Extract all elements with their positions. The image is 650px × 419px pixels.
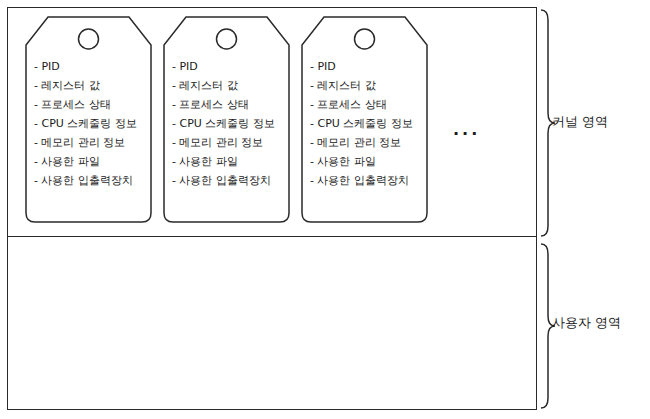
- region-label: 커널 영역: [552, 113, 608, 131]
- pcb-field: - 사용한 파일: [310, 152, 421, 171]
- pcb-field: - PID: [34, 57, 145, 76]
- pcb-field: - 사용한 파일: [34, 152, 145, 171]
- pcb-field: - 메모리 관리 정보: [310, 133, 421, 152]
- pcb-field: - 레지스터 값: [310, 76, 421, 95]
- pcb-field: - 사용한 파일: [172, 152, 283, 171]
- pcb-field: - 메모리 관리 정보: [34, 133, 145, 152]
- pcb-field: - 메모리 관리 정보: [172, 133, 283, 152]
- region-label: 사용자 영역: [552, 314, 621, 332]
- pcb-tag: - PID- 레지스터 값- 프로세스 상태- CPU 스케줄링 정보- 메모리…: [164, 17, 289, 222]
- pcb-field: - 프로세스 상태: [310, 95, 421, 114]
- pcb-field: - CPU 스케줄링 정보: [310, 114, 421, 133]
- pcb-field: - 프로세스 상태: [34, 95, 145, 114]
- pcb-field: - 레지스터 값: [172, 76, 283, 95]
- pcb-field: - PID: [172, 57, 283, 76]
- pcb-field: - 사용한 입출력장치: [172, 171, 283, 190]
- tag-shape: [164, 17, 289, 222]
- pcb-field: - 사용한 입출력장치: [310, 171, 421, 190]
- pcb-field: - CPU 스케줄링 정보: [172, 114, 283, 133]
- memory-region: 사용자 영역: [7, 236, 537, 410]
- memory-region: 커널 영역- PID- 레지스터 값- 프로세스 상태- CPU 스케줄링 정보…: [7, 7, 537, 237]
- tag-hole: [355, 29, 375, 49]
- pcb-field: - PID: [310, 57, 421, 76]
- tag-hole: [217, 29, 237, 49]
- pcb-field: - CPU 스케줄링 정보: [34, 114, 145, 133]
- tag-shape: [302, 17, 427, 222]
- ellipsis: ...: [453, 120, 480, 139]
- tag-hole: [79, 29, 99, 49]
- pcb-field: - 프로세스 상태: [172, 95, 283, 114]
- pcb-tag: - PID- 레지스터 값- 프로세스 상태- CPU 스케줄링 정보- 메모리…: [302, 17, 427, 222]
- pcb-field: - 레지스터 값: [34, 76, 145, 95]
- pcb-tag: - PID- 레지스터 값- 프로세스 상태- CPU 스케줄링 정보- 메모리…: [26, 17, 151, 222]
- tag-shape: [26, 17, 151, 222]
- pcb-field: - 사용한 입출력장치: [34, 171, 145, 190]
